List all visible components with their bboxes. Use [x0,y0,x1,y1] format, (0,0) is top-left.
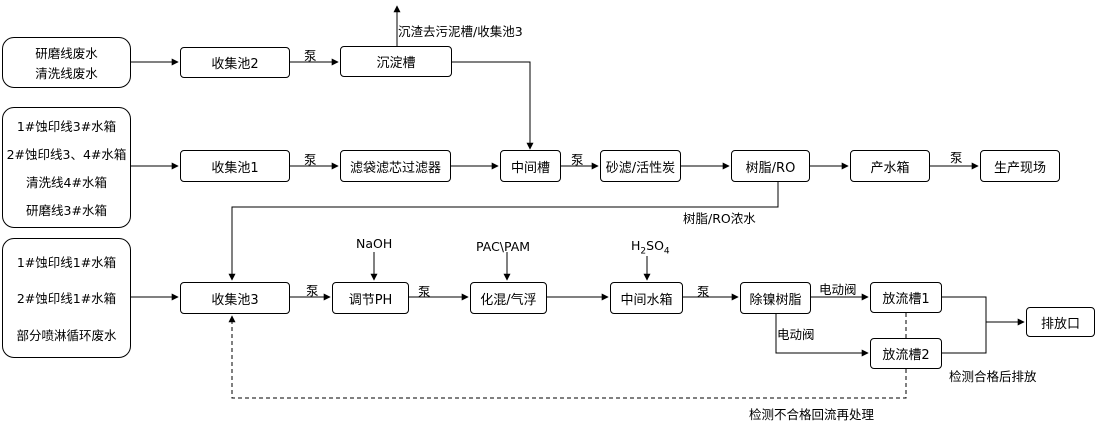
node-intermediate-water-tank: 中间水箱 [610,282,683,314]
reagent-naoh: NaOH [356,236,393,251]
sludge-label: 沉渣去污泥槽/收集池3 [398,24,523,39]
source-line: 1#蚀印线3#水箱 [16,119,117,135]
reagent-h2so4: H2SO4 [631,238,670,257]
h2so4-h: H [631,238,641,253]
source-line: 部分喷淋循环废水 [16,328,117,344]
pump-label: 泵 [306,283,319,298]
source-line: 清洗线4#水箱 [26,174,107,190]
node-sand-carbon-filter: 砂滤/活性炭 [600,150,681,182]
node-collect-tank-3: 收集池3 [180,282,290,314]
pump-label: 泵 [304,152,317,167]
node-discharge-tank-2: 放流槽2 [870,338,942,369]
node-collect-tank-2: 收集池2 [180,47,290,78]
node-intermediate-tank: 中间槽 [500,150,561,182]
reagent-pac-pam: PAC\PAM [476,239,531,254]
node-discharge-tank-1: 放流槽1 [870,282,942,313]
fail-return-label: 检测不合格回流再处理 [749,407,875,422]
source-etching-spray: 1#蚀印线1#水箱 2#蚀印线1#水箱 部分喷淋循环废水 [2,238,131,358]
h2so4-sub-4: 4 [663,246,670,257]
source-line: 研磨线废水 [35,45,98,61]
pump-label: 泵 [571,152,584,167]
node-nickel-removal-resin: 除镍树脂 [740,282,811,314]
ro-concentrate-label: 树脂/RO浓水 [683,211,756,226]
node-production-site: 生产现场 [980,150,1060,182]
node-resin-ro: 树脂/RO [731,150,810,182]
electric-valve-label: 电动阀 [819,282,857,297]
h2so4-so: SO [646,238,664,253]
source-grinding-cleaning-wastewater: 研磨线废水 清洗线废水 [2,37,131,88]
source-line: 研磨线3#水箱 [26,202,107,218]
pump-label: 泵 [950,150,963,165]
pump-label: 泵 [418,284,431,299]
pump-label: 泵 [304,48,317,63]
source-etching-tanks: 1#蚀印线3#水箱 2#蚀印线3、4#水箱 清洗线4#水箱 研磨线3#水箱 [2,107,131,228]
source-line: 2#蚀印线3、4#水箱 [6,147,127,163]
source-line: 2#蚀印线1#水箱 [16,291,117,307]
node-bag-filter: 滤袋滤芯过滤器 [340,150,451,182]
source-line: 1#蚀印线1#水箱 [16,254,117,270]
node-product-water-tank: 产水箱 [850,150,930,182]
node-outlet: 排放口 [1026,307,1095,337]
node-settling-tank: 沉淀槽 [340,46,452,77]
node-coagulation-flotation: 化混/气浮 [470,282,547,314]
pass-discharge-label: 检测合格后排放 [949,369,1037,384]
electric-valve-label: 电动阀 [777,327,815,342]
h2so4-sub-2: 2 [640,246,647,257]
node-collect-tank-1: 收集池1 [180,150,290,182]
node-ph-adjust: 调节PH [332,282,409,314]
source-line: 清洗线废水 [35,66,98,82]
pump-label: 泵 [697,284,710,299]
